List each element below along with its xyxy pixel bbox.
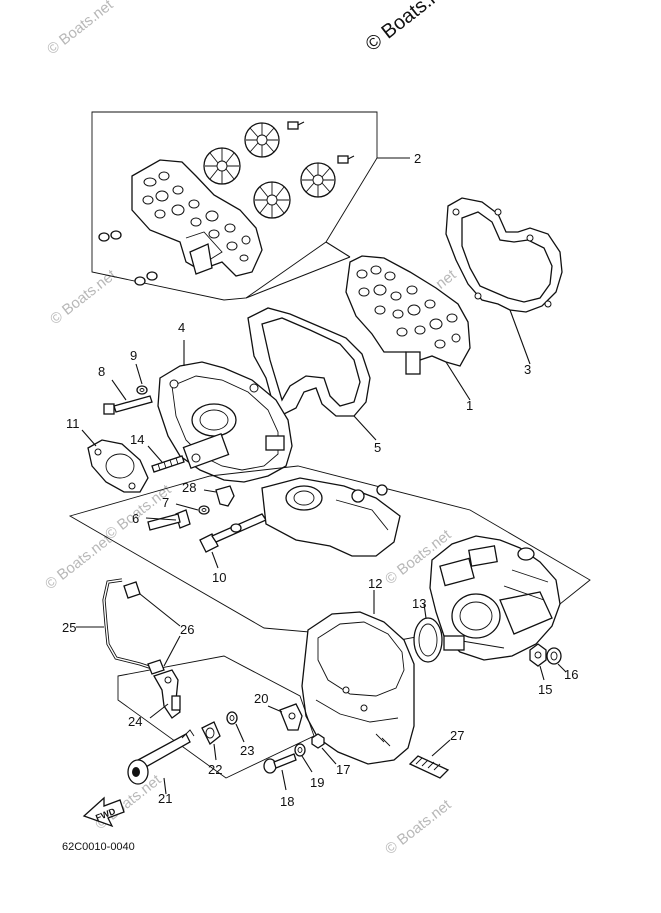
reed-valve-kit-box <box>91 111 410 301</box>
reed-petals <box>98 121 355 286</box>
callout-19: 19 <box>310 775 324 790</box>
callout-labels: 1 2 3 4 5 6 7 8 9 10 11 12 13 14 15 16 1… <box>62 151 578 809</box>
callout-9: 9 <box>130 348 137 363</box>
callout-13: 13 <box>412 596 426 611</box>
part-24-lever <box>149 669 181 719</box>
callout-3: 3 <box>524 362 531 377</box>
carburetor <box>429 535 561 661</box>
callout-28: 28 <box>182 480 196 495</box>
callout-11: 11 <box>66 416 80 431</box>
callout-17: 17 <box>336 762 350 777</box>
part-7-washer <box>175 503 210 515</box>
callout-27: 27 <box>450 728 464 743</box>
part-27-pin <box>408 739 451 779</box>
callout-21: 21 <box>158 791 172 806</box>
callout-5: 5 <box>374 440 381 455</box>
part-3-gasket <box>445 197 563 365</box>
part-9-washer <box>135 363 148 395</box>
part-20-bracket <box>267 703 303 731</box>
callout-14: 14 <box>130 432 144 447</box>
callout-12: 12 <box>368 576 382 591</box>
callout-10: 10 <box>212 570 226 585</box>
callout-16: 16 <box>564 667 578 682</box>
part-16-washer <box>546 647 567 673</box>
callout-25: 25 <box>62 620 76 635</box>
callout-15: 15 <box>538 682 552 697</box>
fwd-arrow-icon: FWD <box>82 796 125 828</box>
callout-24: 24 <box>128 714 142 729</box>
part-13-o-ring <box>413 603 443 663</box>
callout-20: 20 <box>254 691 268 706</box>
part-26-clamps <box>123 581 181 675</box>
callout-7: 7 <box>162 495 169 510</box>
part-4-intake-manifold <box>157 340 293 483</box>
watermark-main: © Boats.n <box>362 0 445 56</box>
diagram-code: 62C0010-0040 <box>62 841 135 853</box>
callout-26: 26 <box>180 622 194 637</box>
callout-1: 1 <box>466 398 473 413</box>
part-1-reed-valve-assembly <box>345 255 471 401</box>
part-18-screw <box>263 753 297 791</box>
part-19-washer <box>294 743 313 773</box>
callout-18: 18 <box>280 794 294 809</box>
part-6-bolt <box>145 509 191 531</box>
part-22-holder <box>201 721 221 761</box>
part-15-nut <box>529 643 547 681</box>
callout-22: 22 <box>208 762 222 777</box>
watermark-faint: © Boats.net <box>382 796 455 858</box>
part-17-nut <box>311 733 337 765</box>
bolts-washers-upper <box>103 363 267 569</box>
callout-2: 2 <box>414 151 421 166</box>
part-14-stud <box>147 445 185 473</box>
callout-6: 6 <box>132 511 139 526</box>
part-21-choke-knob <box>127 729 195 795</box>
watermark-faint: © Boats.net <box>44 0 117 58</box>
part-25-hose <box>76 578 153 670</box>
part-10-long-bolt <box>199 513 267 569</box>
callout-8: 8 <box>98 364 105 379</box>
part-23-washer <box>226 711 245 743</box>
callout-4: 4 <box>178 320 185 335</box>
watermark-faint: © Boats.net <box>42 531 115 593</box>
part-28-clip <box>203 485 235 507</box>
part-11-gasket <box>81 429 149 493</box>
callout-23: 23 <box>240 743 254 758</box>
part-8-bolt <box>103 379 153 415</box>
intake-elbow <box>261 477 401 557</box>
part-5-gasket <box>247 307 377 441</box>
reed-plate-top <box>131 159 263 277</box>
